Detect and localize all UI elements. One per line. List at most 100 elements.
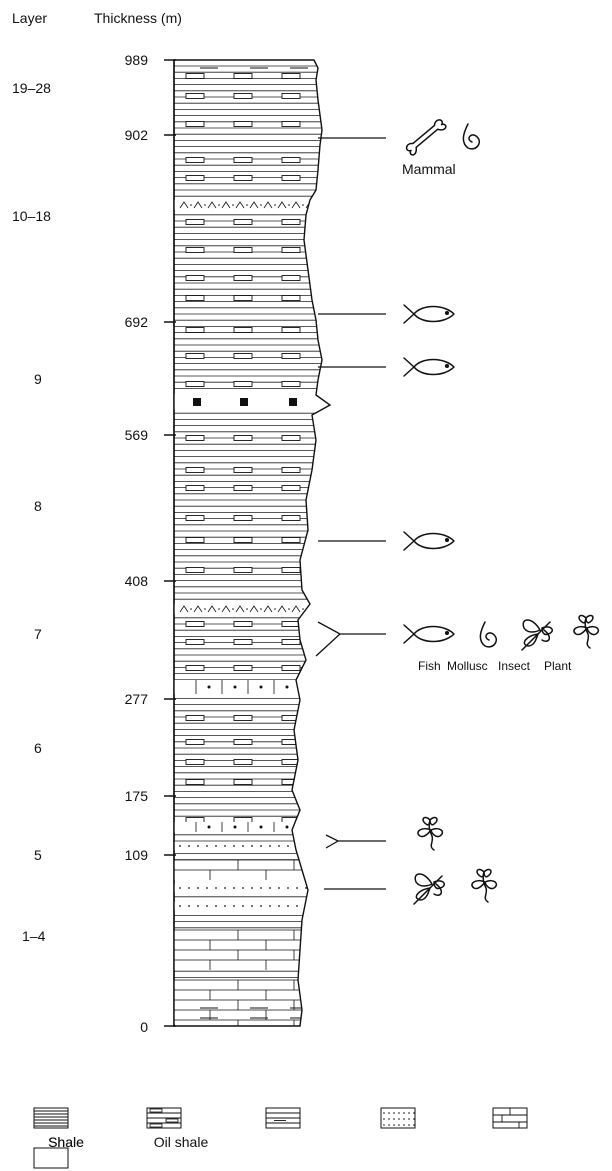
tuff-dot: [316, 608, 318, 610]
oil-shale-lens: [185, 515, 205, 521]
sand-dot: [197, 887, 199, 889]
sand-dot: [242, 887, 244, 889]
oil-shale-lens: [233, 665, 253, 671]
sand-dot: [305, 845, 307, 847]
oil-shale-lens: [281, 247, 301, 253]
fish-icon: [403, 531, 455, 551]
oil-shale-lens: [233, 93, 253, 99]
tick-label: 109: [124, 847, 148, 863]
sand-dot: [197, 845, 199, 847]
sand-dot: [188, 845, 190, 847]
limestone-band: [174, 980, 330, 1024]
tuff-mark: [179, 605, 189, 613]
oil-shale-lens: [281, 515, 301, 521]
oil-shale-lens: [185, 175, 205, 181]
layer-label: 1–4: [22, 928, 46, 944]
oil-shale-lens: [185, 567, 205, 573]
oil-shale-lens: [281, 327, 301, 333]
oil-shale-lens: [281, 219, 301, 225]
oil-shale-lens: [185, 157, 205, 163]
oil-shale-lens: [185, 817, 205, 823]
sand-dot: [278, 905, 280, 907]
sand-dot: [233, 887, 235, 889]
sand-dot: [206, 845, 208, 847]
layer-label: 5: [34, 847, 42, 863]
oolite: [285, 825, 289, 829]
tuff-mark: [235, 605, 245, 613]
tuff-dot: [288, 204, 290, 206]
oil-shale-icon: [146, 1107, 182, 1129]
oolite: [259, 825, 263, 829]
tuff-mark: [249, 201, 259, 209]
sand-dot: [287, 887, 289, 889]
oil-shale-lens: [185, 537, 205, 543]
sand-dot: [224, 887, 226, 889]
oolite: [233, 825, 237, 829]
oil-shale-lens: [233, 175, 253, 181]
sand-dot: [215, 887, 217, 889]
tick-label: 569: [124, 427, 148, 443]
fish-icon: [403, 304, 455, 324]
oil-shale-lens: [281, 93, 301, 99]
tuff-dot: [232, 608, 234, 610]
oil-shale-lens: [185, 327, 205, 333]
layer-label: 6: [34, 740, 42, 756]
oil-shale-lens: [281, 537, 301, 543]
oil-shale-lens: [281, 121, 301, 127]
tuff-mark: [277, 605, 287, 613]
oil-shale-lens: [185, 93, 205, 99]
tuff-dot: [232, 204, 234, 206]
oolite: [207, 825, 211, 829]
mollusc-icon: [479, 621, 497, 648]
layer-label: 9: [34, 371, 42, 387]
layer-label: 10–18: [12, 208, 51, 224]
oil-shale-lens: [281, 467, 301, 473]
sand-dot: [314, 887, 316, 889]
oil-shale-lens: [233, 219, 253, 225]
oil-shale-lens: [185, 275, 205, 281]
mollusc-caption: Mollusc: [447, 659, 488, 673]
tuff-mark: [263, 605, 273, 613]
sand-dot: [179, 905, 181, 907]
oil-shale-lens: [233, 121, 253, 127]
oil-shale-lens: [185, 621, 205, 627]
tuff-mark: [263, 201, 273, 209]
oolitic-band: [174, 680, 330, 694]
oil-shale-lens: [281, 435, 301, 441]
oil-shale-lens: [233, 759, 253, 765]
legend-label: Shale: [48, 1134, 84, 1150]
oil-shale-lens: [185, 353, 205, 359]
sand-dot: [278, 887, 280, 889]
sand-dot: [224, 845, 226, 847]
tuff-dot: [274, 608, 276, 610]
sand-dot: [260, 905, 262, 907]
sand-dot: [287, 845, 289, 847]
legend-label: Oil shale: [153, 1134, 209, 1150]
oil-shale-lens: [233, 327, 253, 333]
thickness-header: Thickness (m): [94, 10, 182, 26]
sand-dot: [269, 845, 271, 847]
layer-header: Layer: [12, 10, 48, 26]
oil-shale-lens: [185, 485, 205, 491]
oil-shale-lens: [233, 621, 253, 627]
sand-dot: [269, 905, 271, 907]
oil-shale-lens: [233, 157, 253, 163]
tuff-mark: [291, 201, 301, 209]
sand-dot: [197, 905, 199, 907]
tuff-dot: [204, 608, 206, 610]
tuff-mark: [193, 605, 203, 613]
oil-shale-lens: [233, 381, 253, 387]
sand-dot: [224, 905, 226, 907]
insect-caption: Insect: [498, 659, 531, 673]
tuff-dot: [274, 204, 276, 206]
oil-shale-lens: [281, 665, 301, 671]
sand-dot: [305, 887, 307, 889]
tuff-dot: [204, 204, 206, 206]
oil-shale-lens: [281, 175, 301, 181]
tuff-dot: [316, 204, 318, 206]
plant-icon: [471, 868, 498, 903]
sand-dot: [314, 845, 316, 847]
pointer-fork: [325, 834, 386, 849]
oolite: [233, 685, 237, 689]
